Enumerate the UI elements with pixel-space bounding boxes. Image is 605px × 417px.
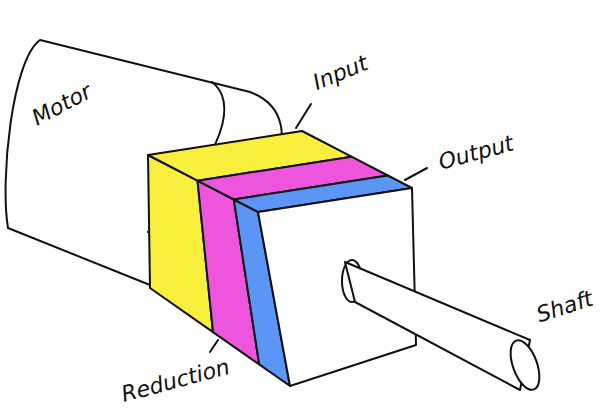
part-label: Motor	[28, 79, 96, 132]
leader-line	[210, 340, 218, 352]
shaft-body	[345, 262, 530, 390]
part-label: Shaft	[533, 286, 596, 329]
part-label: Output	[436, 131, 517, 176]
part-label: Reduction	[119, 354, 233, 408]
part-label: Input	[309, 50, 372, 95]
shaft-end	[505, 336, 545, 393]
leader-line	[296, 104, 311, 128]
leader-line	[405, 168, 427, 180]
